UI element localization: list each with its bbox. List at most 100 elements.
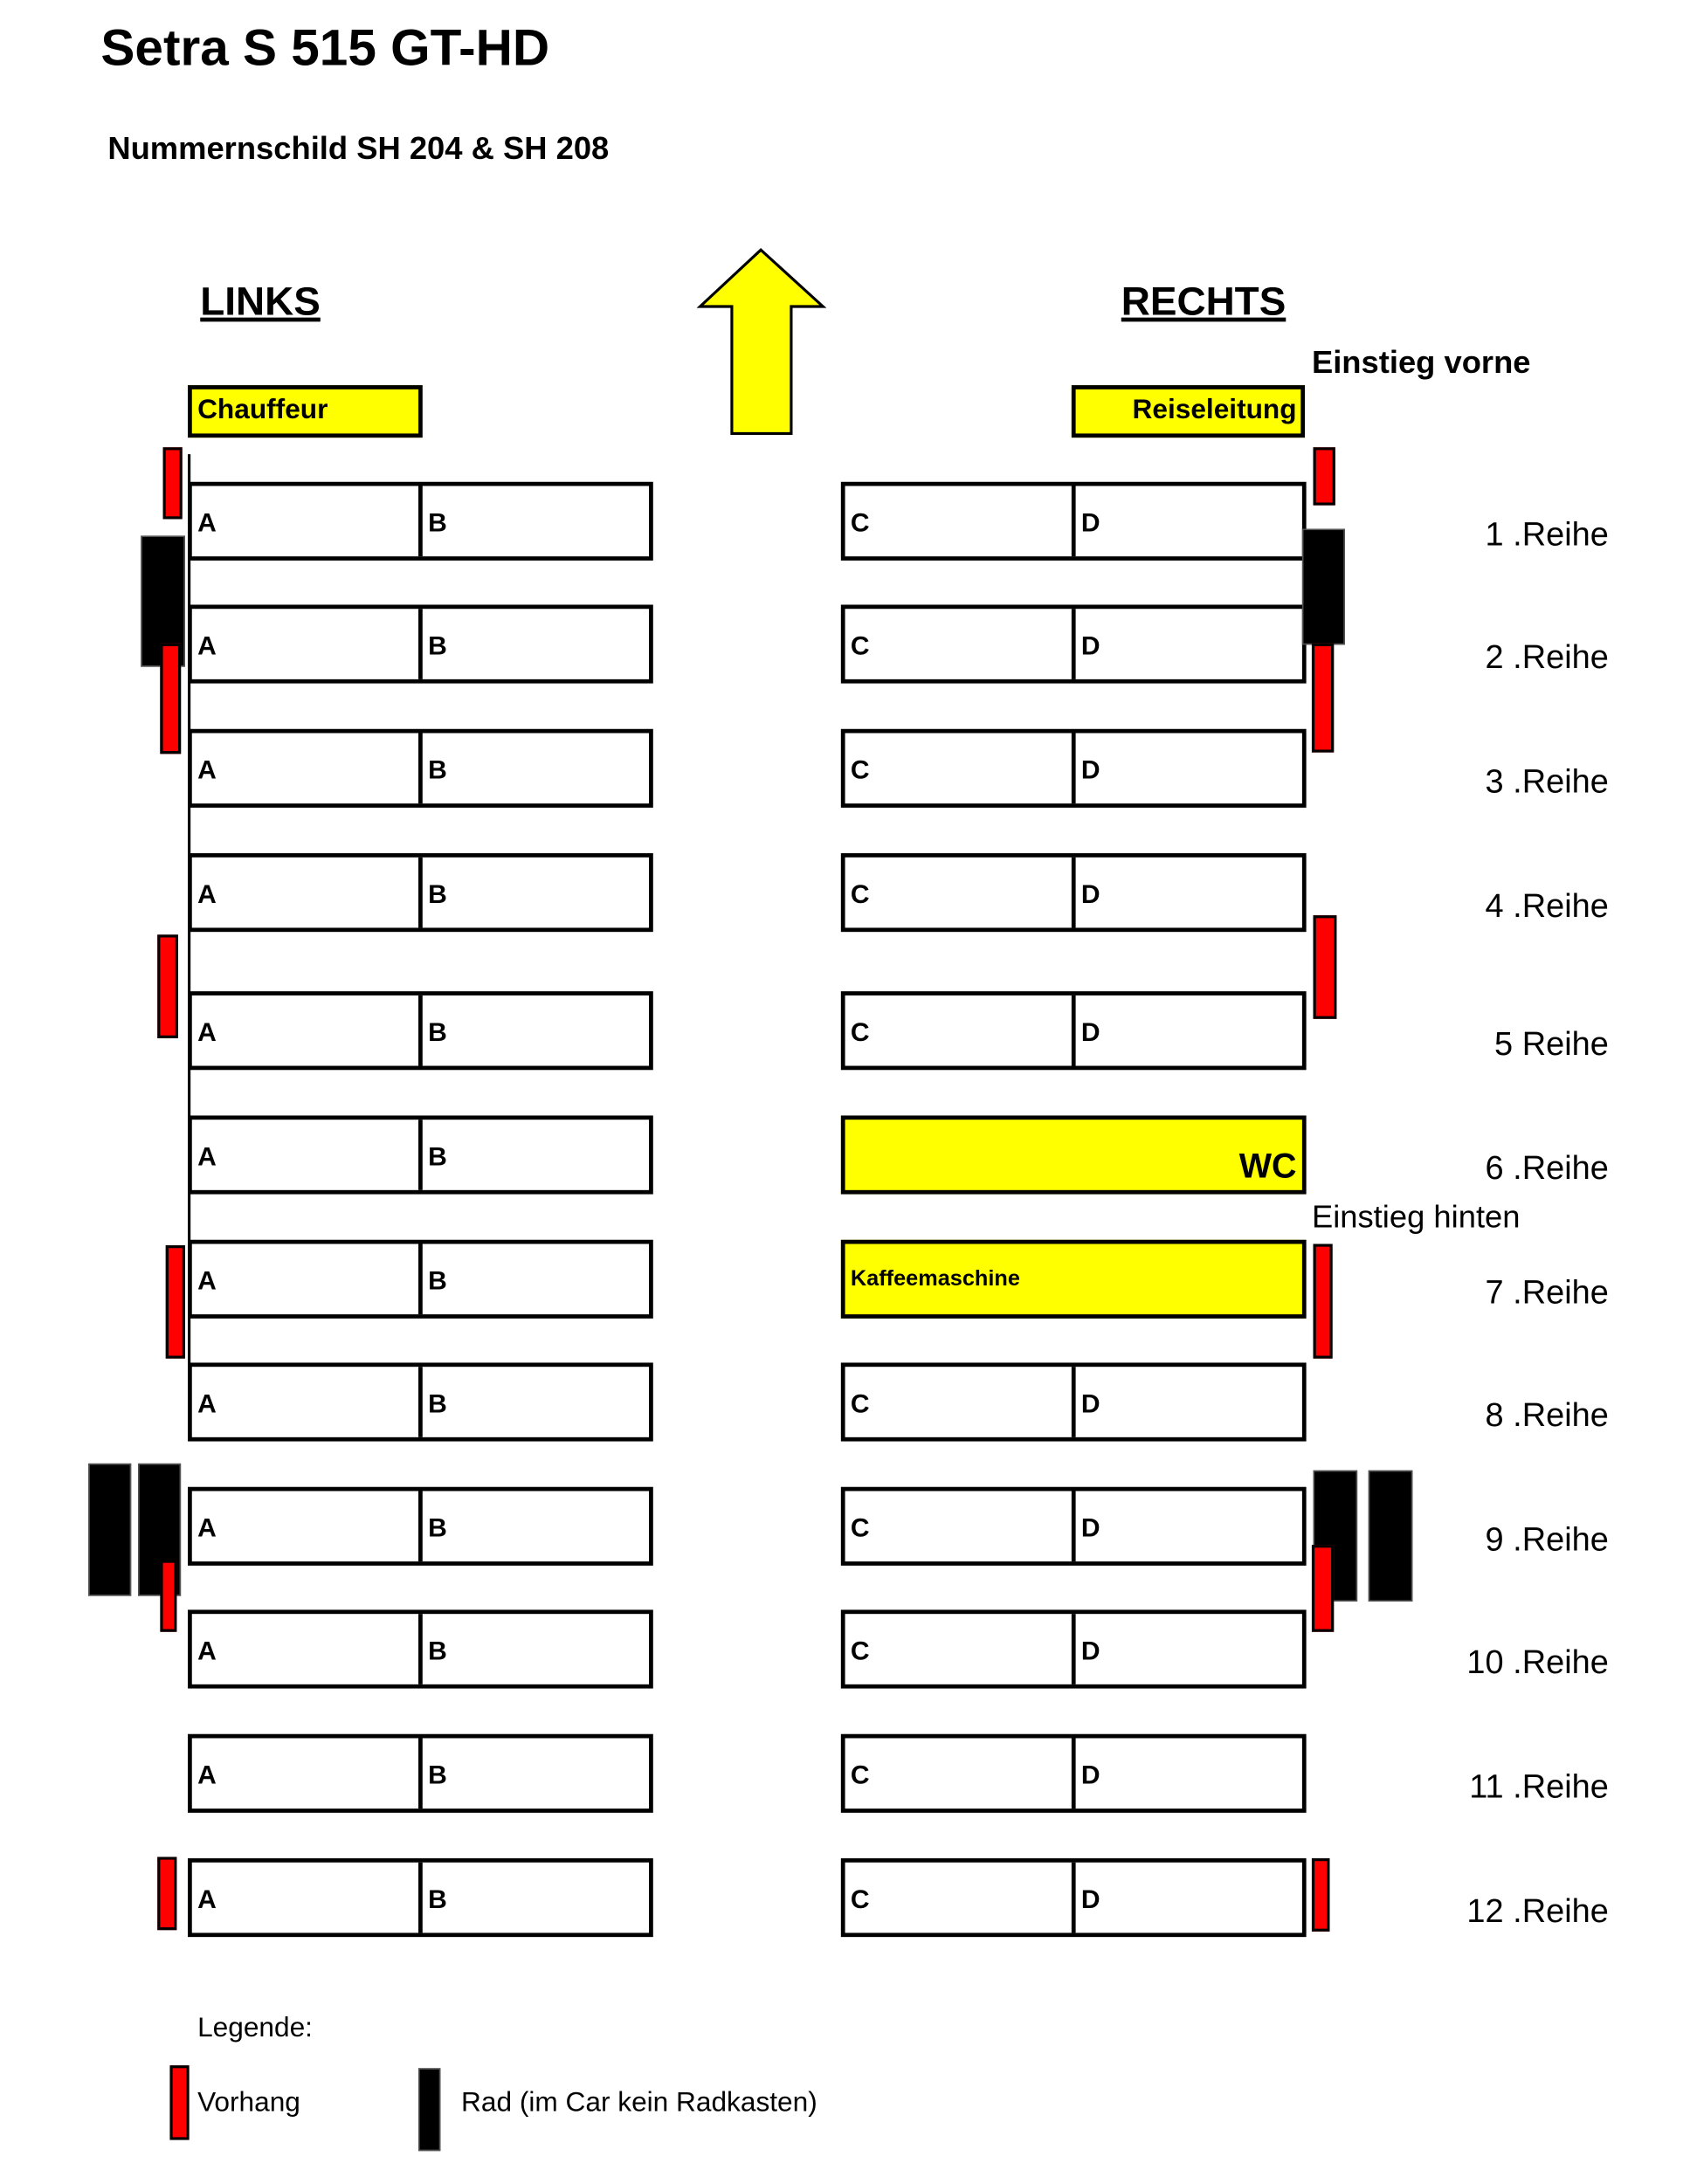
row-label: 7 .Reihe [1485, 1274, 1609, 1312]
row-label: 10 .Reihe [1466, 1643, 1609, 1682]
row-label: 6 .Reihe [1485, 1149, 1609, 1188]
left-seat-row: A B [188, 1733, 653, 1813]
seat-d[interactable]: D [1071, 1614, 1302, 1685]
seat-a[interactable]: A [197, 1018, 217, 1048]
row-label: 2 .Reihe [1485, 639, 1609, 677]
seat-d[interactable]: D [1071, 1862, 1302, 1933]
left-seat-row: A B [188, 853, 653, 933]
right-seat-row: C D [840, 728, 1307, 808]
seat-a[interactable]: A [197, 1143, 217, 1173]
seat-b[interactable]: B [418, 1614, 649, 1685]
seat-a[interactable]: A [197, 1267, 217, 1297]
curtain-marker [1311, 643, 1335, 753]
coffee-machine-label: Kaffeemaschine [850, 1267, 1020, 1292]
seat-c[interactable]: C [850, 880, 870, 910]
row-label: 12 .Reihe [1466, 1892, 1609, 1931]
wheel-marker [1368, 1470, 1413, 1602]
seat-c[interactable]: C [850, 756, 870, 786]
left-seat-row: A B [188, 1115, 653, 1195]
left-seat-row: A B [188, 1239, 653, 1319]
wc-label: WC [1238, 1147, 1297, 1187]
seat-b[interactable]: B [418, 857, 649, 928]
curtain-marker [160, 1560, 177, 1632]
left-seat-row: A B [188, 991, 653, 1071]
seat-d[interactable]: D [1071, 857, 1302, 928]
entry-front-label: Einstieg vorne [1311, 343, 1531, 380]
right-seat-row: C D [840, 1609, 1307, 1689]
curtain-marker [157, 1857, 177, 1931]
wheel-marker [88, 1463, 132, 1596]
seat-b[interactable]: B [418, 995, 649, 1066]
driver-box: Chauffeur [188, 385, 423, 438]
left-seat-row: A B [188, 728, 653, 808]
entry-rear-label: Einstieg hinten [1311, 1198, 1521, 1235]
seat-a[interactable]: A [197, 1761, 217, 1791]
direction-arrow-icon [696, 248, 827, 436]
seat-a[interactable]: A [197, 632, 217, 662]
seat-c[interactable]: C [850, 1514, 870, 1544]
curtain-marker [1313, 1244, 1333, 1359]
left-side-label: LINKS [200, 279, 321, 325]
seat-d[interactable]: D [1071, 733, 1302, 804]
curtain-marker [1311, 1545, 1335, 1632]
row-label: 4 .Reihe [1485, 887, 1609, 926]
seat-c[interactable]: C [850, 1018, 870, 1048]
seat-c[interactable]: C [850, 1885, 870, 1915]
seat-b[interactable]: B [418, 1862, 649, 1933]
right-seat-row: C D [840, 1486, 1307, 1566]
seat-a[interactable]: A [197, 509, 217, 539]
seat-b[interactable]: B [418, 1491, 649, 1562]
seat-b[interactable]: B [418, 1120, 649, 1190]
seat-b[interactable]: B [418, 1244, 649, 1315]
seat-b[interactable]: B [418, 733, 649, 804]
left-seat-row: A B [188, 1362, 653, 1442]
seat-a[interactable]: A [197, 1390, 217, 1420]
seat-b[interactable]: B [418, 486, 649, 557]
legend-wheel-icon [418, 2068, 441, 2152]
legend-title: Legende: [197, 2013, 313, 2043]
seat-a[interactable]: A [197, 1637, 217, 1667]
legend-curtain-icon [169, 2065, 190, 2140]
seat-d[interactable]: D [1071, 1738, 1302, 1809]
row-label: 9 .Reihe [1485, 1521, 1609, 1559]
curtain-marker [1313, 915, 1337, 1019]
subtitle: Nummernschild SH 204 & SH 208 [107, 129, 610, 166]
seat-d[interactable]: D [1071, 995, 1302, 1066]
seat-c[interactable]: C [850, 632, 870, 662]
right-side-label: RECHTS [1121, 279, 1286, 325]
curtain-marker [162, 447, 183, 520]
row-label: 8 .Reihe [1485, 1396, 1609, 1435]
row-label: 11 .Reihe [1469, 1768, 1609, 1806]
right-seat-row: C D [840, 481, 1307, 561]
legend-wheel-label: Rad (im Car kein Radkasten) [461, 2087, 817, 2119]
seat-b[interactable]: B [418, 609, 649, 679]
seat-c[interactable]: C [850, 1761, 870, 1791]
curtain-marker [1311, 1858, 1330, 1932]
seat-d[interactable]: D [1071, 609, 1302, 679]
left-seat-row: A B [188, 1609, 653, 1689]
seat-a[interactable]: A [197, 1885, 217, 1915]
right-seat-row: C D [840, 1858, 1307, 1938]
seat-d[interactable]: D [1071, 1491, 1302, 1562]
seat-b[interactable]: B [418, 1738, 649, 1809]
seat-d[interactable]: D [1071, 1367, 1302, 1437]
seat-a[interactable]: A [197, 756, 217, 786]
wheel-marker [1301, 528, 1345, 645]
right-seat-row: C D [840, 1362, 1307, 1442]
seat-c[interactable]: C [850, 1637, 870, 1667]
seat-c[interactable]: C [850, 509, 870, 539]
row-label: 1 .Reihe [1485, 516, 1609, 554]
right-seat-row: C D [840, 991, 1307, 1071]
curtain-marker [157, 934, 178, 1038]
seat-d[interactable]: D [1071, 486, 1302, 557]
legend-curtain-label: Vorhang [197, 2087, 300, 2119]
seat-c[interactable]: C [850, 1390, 870, 1420]
curtain-marker [165, 1245, 185, 1359]
seat-a[interactable]: A [197, 880, 217, 910]
seat-b[interactable]: B [418, 1367, 649, 1437]
coffee-machine-box: Kaffeemaschine [840, 1239, 1307, 1319]
seat-a[interactable]: A [197, 1514, 217, 1544]
left-seat-row: A B [188, 1858, 653, 1938]
curtain-marker [160, 643, 182, 754]
